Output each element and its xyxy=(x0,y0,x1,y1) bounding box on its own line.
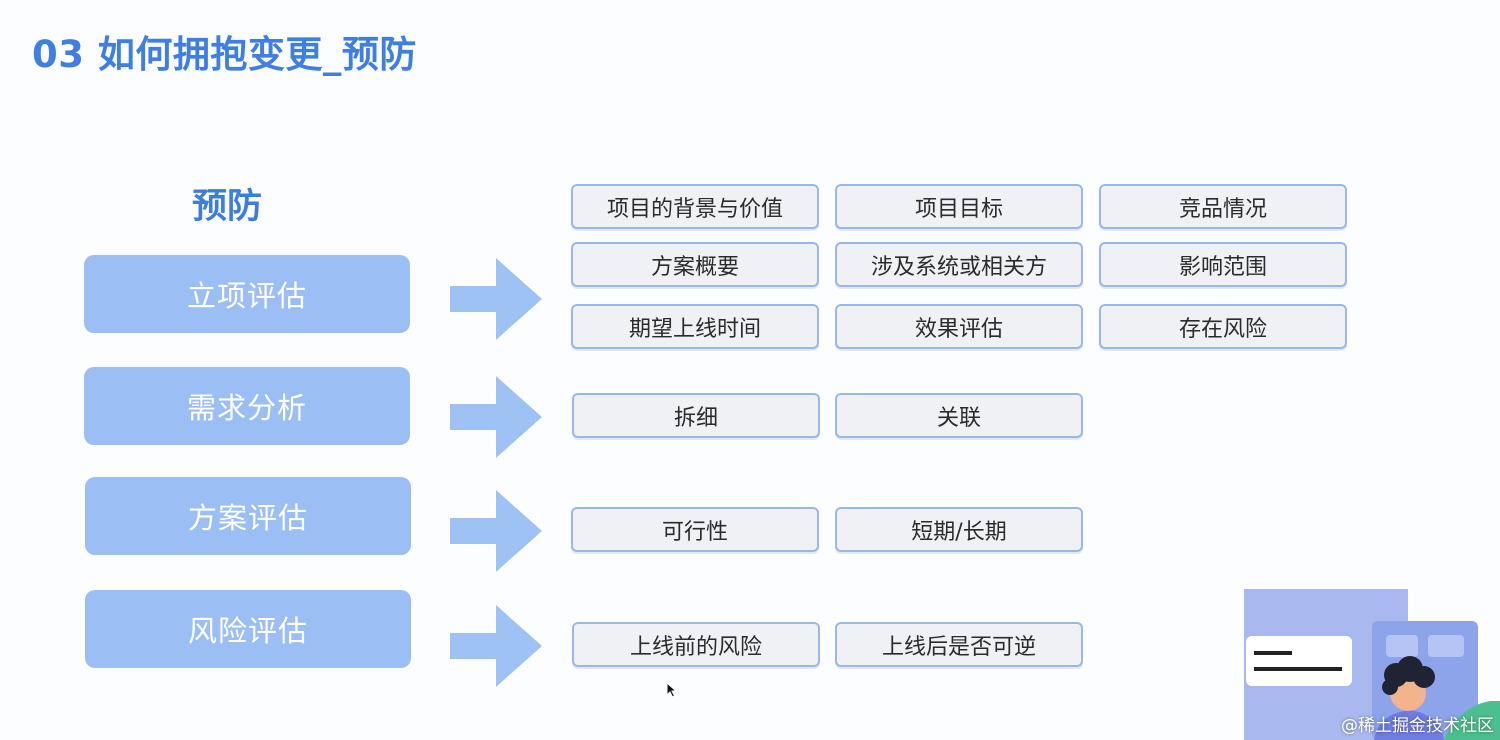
item-project-goal: 项目目标 xyxy=(835,184,1083,229)
item-reversibility: 上线后是否可逆 xyxy=(835,622,1083,667)
item-short-long-term: 短期/长期 xyxy=(835,507,1083,552)
item-breakdown: 拆细 xyxy=(572,393,820,438)
arrow-right-icon xyxy=(450,605,542,687)
presenter-illustration xyxy=(1244,589,1500,740)
item-association: 关联 xyxy=(835,393,1083,438)
item-background-value: 项目的背景与价值 xyxy=(571,184,819,229)
item-solution-summary: 方案概要 xyxy=(571,242,819,287)
stage-project-initiation: 立项评估 xyxy=(84,255,410,333)
item-effect-evaluation: 效果评估 xyxy=(835,304,1083,349)
stage-risk-evaluation: 风险评估 xyxy=(85,590,411,668)
item-pre-launch-risk: 上线前的风险 xyxy=(572,622,820,667)
slide-title: 03 如何拥抱变更_预防 xyxy=(32,33,417,76)
section-heading: 预防 xyxy=(192,187,263,227)
item-competitors: 竞品情况 xyxy=(1099,184,1347,229)
arrow-right-icon xyxy=(450,490,542,572)
arrow-right-icon xyxy=(450,258,542,340)
item-launch-time: 期望上线时间 xyxy=(571,304,819,349)
mouse-cursor-icon xyxy=(666,682,678,698)
footer-credit: @稀土掘金技术社区 xyxy=(1341,716,1494,736)
stage-requirement-analysis: 需求分析 xyxy=(84,367,410,445)
arrow-right-icon xyxy=(450,376,542,458)
item-impact-scope: 影响范围 xyxy=(1099,242,1347,287)
item-feasibility: 可行性 xyxy=(571,507,819,552)
item-existing-risks: 存在风险 xyxy=(1099,304,1347,349)
stage-solution-evaluation: 方案评估 xyxy=(85,477,411,555)
item-systems-parties: 涉及系统或相关方 xyxy=(835,242,1083,287)
